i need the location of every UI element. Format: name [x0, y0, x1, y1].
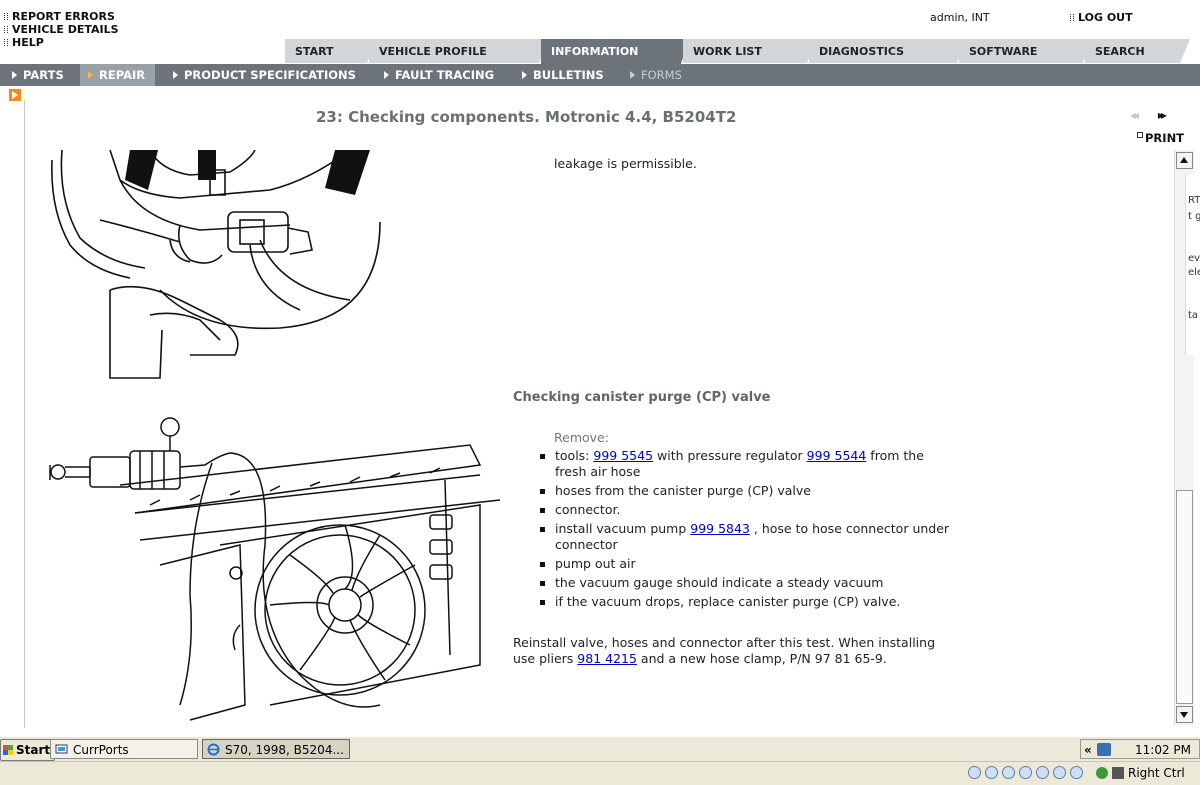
sub-navigation: PARTS REPAIR PRODUCT SPECIFICATIONS FAUL…: [0, 64, 1200, 86]
clock: 11:02 PM: [1135, 743, 1191, 757]
triangle-right-icon: [173, 71, 178, 79]
print-button[interactable]: PRINT: [1137, 131, 1184, 145]
tab-diagnostics[interactable]: DIAGNOSTICS: [809, 39, 967, 63]
scroll-up-button[interactable]: [1176, 152, 1193, 169]
mouse-integration-icon: [1096, 767, 1108, 779]
help-link[interactable]: HELP: [2, 36, 119, 49]
remove-label: Remove:: [554, 430, 609, 445]
disk-icon[interactable]: [968, 766, 981, 779]
show-hidden-icons-button[interactable]: «: [1084, 743, 1092, 757]
triangle-right-icon: [384, 71, 389, 79]
tool-link-999-5544[interactable]: 999 5544: [806, 448, 867, 463]
taskbar: Start CurrPorts S70, 1998, B5204... « 11…: [0, 736, 1200, 761]
next-page-icon[interactable]: ▸▸: [1157, 108, 1167, 122]
page-title: 23: Checking components. Motronic 4.4, B…: [316, 108, 737, 126]
subnav-forms: FORMS: [630, 64, 682, 86]
tab-software[interactable]: SOFTWARE: [959, 39, 1093, 63]
utility-links: REPORT ERRORS VEHICLE DETAILS HELP: [2, 10, 119, 49]
tab-information[interactable]: INFORMATION: [541, 39, 691, 64]
tab-start[interactable]: START: [285, 39, 377, 63]
internet-explorer-icon: [207, 743, 220, 756]
windows-logo-icon: [3, 745, 13, 755]
network-tray-icon[interactable]: [1097, 743, 1111, 756]
procedure-list: tools: 999 5545 with pressure regulator …: [537, 448, 957, 613]
subnav-fault-tracing[interactable]: FAULT TRACING: [384, 64, 494, 86]
tool-link-999-5545[interactable]: 999 5545: [593, 448, 654, 463]
main-tabs: START VEHICLE PROFILE INFORMATION WORK L…: [285, 39, 1190, 64]
reinstall-paragraph: Reinstall valve, hoses and connector aft…: [513, 635, 935, 666]
tool-link-999-5843[interactable]: 999 5843: [690, 521, 750, 536]
tab-work-list[interactable]: WORK LIST: [683, 39, 817, 63]
taskbar-item-currports[interactable]: CurrPorts: [50, 739, 198, 759]
left-panel-divider: [24, 100, 25, 728]
vacuum-pump-illustration: [49, 417, 501, 721]
display-icon[interactable]: [1036, 766, 1049, 779]
subnav-parts[interactable]: PARTS: [12, 64, 64, 86]
start-button[interactable]: Start: [0, 739, 56, 761]
expand-panel-icon[interactable]: [9, 89, 21, 101]
user-label: admin, INT: [930, 11, 990, 24]
subnav-product-specifications[interactable]: PRODUCT SPECIFICATIONS: [173, 64, 356, 86]
vehicle-details-link[interactable]: VEHICLE DETAILS: [2, 23, 119, 36]
network-icon[interactable]: [1053, 766, 1066, 779]
vm-status-bar: Right Ctrl: [0, 761, 1200, 785]
tab-vehicle-profile[interactable]: VEHICLE PROFILE: [369, 39, 549, 63]
engine-components-illustration: [51, 150, 381, 379]
network-app-icon: [55, 744, 68, 754]
scroll-down-button[interactable]: [1176, 706, 1193, 723]
list-item: the vacuum gauge should indicate a stead…: [537, 575, 957, 591]
report-errors-link[interactable]: REPORT ERRORS: [2, 10, 119, 23]
triangle-right-icon: [630, 71, 635, 79]
triangle-right-icon: [88, 71, 93, 79]
system-tray: « 11:02 PM: [1080, 739, 1200, 759]
triangle-right-icon: [12, 71, 17, 79]
list-item: connector.: [537, 502, 957, 518]
scroll-thumb[interactable]: [1176, 490, 1193, 704]
vm-device-icons: [968, 766, 1087, 779]
list-item: tools: 999 5545 with pressure regulator …: [537, 448, 957, 480]
recording-icon[interactable]: [1070, 766, 1083, 779]
tab-search[interactable]: SEARCH: [1085, 39, 1190, 63]
logout-link[interactable]: LOG OUT: [1068, 11, 1133, 24]
list-item: hoses from the canister purge (CP) valve: [537, 483, 957, 499]
section-title: Checking canister purge (CP) valve: [513, 390, 771, 405]
subnav-bulletins[interactable]: BULLETINS: [522, 64, 604, 86]
document-navigation: ◂◂ ▸▸: [1130, 108, 1182, 122]
subnav-repair[interactable]: REPAIR: [80, 64, 156, 86]
host-key-indicator: Right Ctrl: [1096, 765, 1185, 781]
tool-link-981-4215[interactable]: 981 4215: [577, 651, 637, 666]
taskbar-item-browser[interactable]: S70, 1998, B5204...: [202, 739, 350, 759]
keyboard-icon: [1112, 767, 1124, 779]
background-window-fragment: RT t g eviz ele ta: [1185, 175, 1200, 355]
list-item: if the vacuum drops, replace canister pu…: [537, 594, 957, 610]
usb-icon[interactable]: [1002, 766, 1015, 779]
previous-page-icon[interactable]: ◂◂: [1130, 108, 1139, 122]
leakage-text: leakage is permissible.: [554, 156, 697, 171]
list-item: install vacuum pump 999 5843 , hose to h…: [537, 521, 957, 553]
cd-icon[interactable]: [985, 766, 998, 779]
list-item: pump out air: [537, 556, 957, 572]
folder-icon[interactable]: [1019, 766, 1032, 779]
triangle-right-icon: [522, 71, 527, 79]
